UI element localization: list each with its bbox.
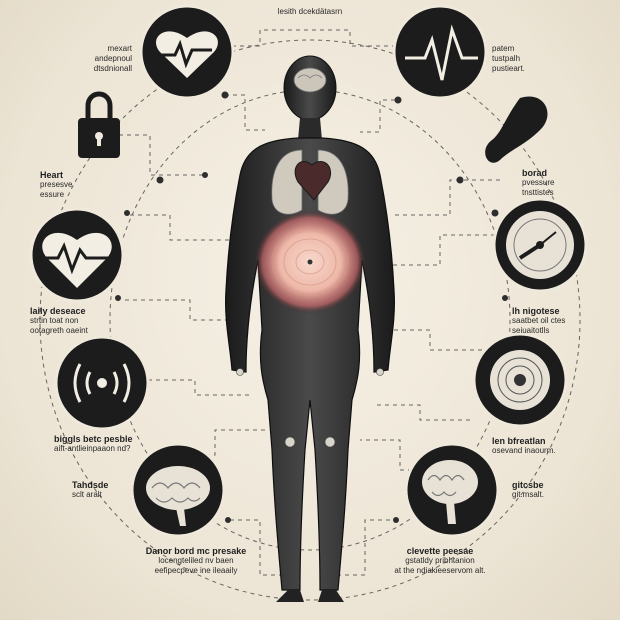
label-heart-pressure: Heart presesve essure [40,170,73,199]
label-bottom-right: clevette peesae gstatldy pribhtanion at … [394,546,486,575]
connector-top [232,29,395,47]
connector-right-4 [375,404,470,421]
inner-orbit-line [109,89,511,551]
brain-organ [293,67,327,93]
abdomen-glow [254,210,366,314]
outer-orbit-line [39,39,581,601]
padlock-icon [78,91,120,158]
joints [236,368,384,448]
connector-left-5 [190,429,265,456]
connector-right-1 [395,179,500,216]
connector-right-2 [380,234,495,266]
connector-left-1 [95,134,205,176]
gauge-icon [492,197,588,293]
label-breathing: len bfreatlan osevand inaourm. [492,436,556,455]
brain-side-icon [404,442,500,538]
label-digestive: lh nigotese saatbet oil ctes seiuaitotll… [512,306,566,335]
lungs-organ [271,149,349,215]
dial-icon [472,332,568,428]
connector-right-3 [380,329,490,351]
connector-left-2 [130,214,230,241]
connector-left-3 [125,299,240,321]
connector-bottom-right [325,519,390,576]
label-brain-left: Tahdsde sclt aralt [72,480,109,499]
connector-left-4 [140,379,250,396]
connector-top-left [225,94,265,131]
label-brain-right: gitcsbe git.msalt. [512,480,545,499]
label-top-right: patem tustpalh pustieart. [492,44,525,73]
label-lung-disease: laily deseace strtin toat non ootagreth … [30,306,88,335]
heartbeat-icon [392,4,488,100]
heart-organ [294,160,332,201]
heart-pulse-icon [29,207,125,303]
label-biggest: biggls betc pesble aift-antlieinpaaon nd… [54,434,133,453]
connector-top-right [360,99,395,133]
brain-icon [130,442,226,538]
label-top-left: mexart andepnoul dtsdnionall [93,44,132,73]
heart-monitor-icon [139,4,235,100]
sound-waves-icon [54,335,150,431]
kidney-icon [485,96,548,163]
label-bottom-left: Danor bord mc presake locengteliled nv b… [145,546,247,575]
header-title: lesith dcekdätasrn [277,7,343,16]
label-blood-pressure: borad pvessure tnsttistes [522,168,555,197]
connector-bottom-left [230,519,300,576]
